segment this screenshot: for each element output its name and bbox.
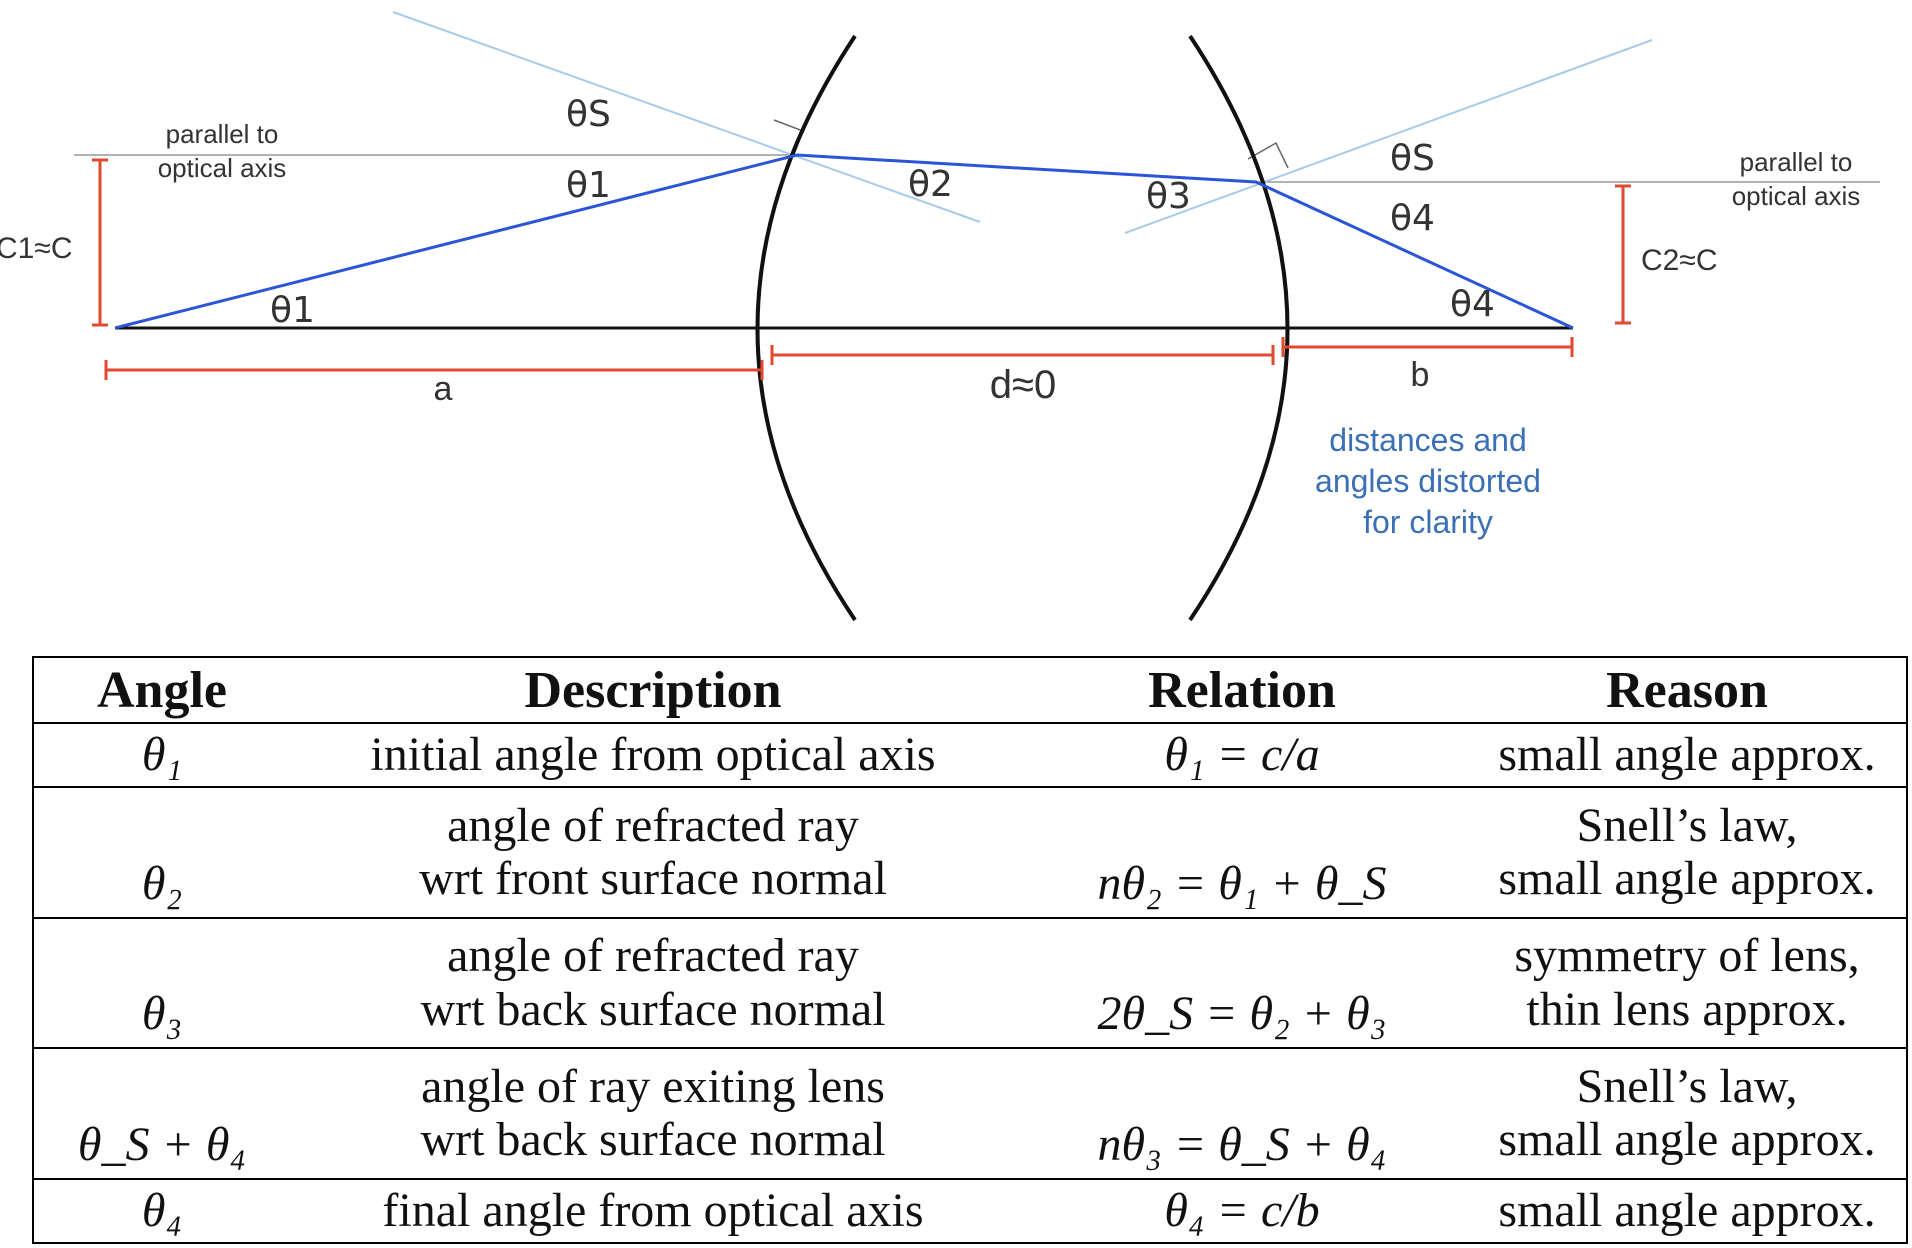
right-parallel-label-line1: parallel to [1740, 147, 1853, 177]
back-right-angle-marker [1247, 141, 1289, 169]
row-reason: Snell’s law, small angle approx. [1498, 1059, 1876, 1167]
table-row: θ₂ angle of refracted ray wrt front surf… [33, 787, 1907, 918]
right-parallel-label-line2: optical axis [1732, 181, 1861, 211]
theta4-lower-label: θ4 [1450, 284, 1495, 325]
lens-front-surface [755, 34, 857, 622]
row-description: angle of refracted ray wrt front surface… [419, 798, 887, 906]
row-reason: Snell’s law, small angle approx. [1498, 798, 1876, 906]
header-description: Description [290, 657, 1016, 724]
clarity-note-line1: distances and [1329, 422, 1526, 458]
row-angle: θ₁ [141, 728, 183, 782]
row-relation: θ₄ = c/b [1164, 1183, 1320, 1237]
row-reason: small angle approx. [1498, 1183, 1876, 1237]
row-angle: θ₂ [141, 856, 183, 910]
distance-b-label: b [1411, 356, 1430, 394]
table-row: θ_S + θ₄ angle of ray exiting lens wrt b… [33, 1048, 1907, 1179]
distance-d-label: d≈0 [990, 363, 1056, 407]
header-relation: Relation [1016, 657, 1468, 724]
left-parallel-label-line2: optical axis [158, 153, 287, 183]
lens-back-surface [1188, 34, 1290, 622]
left-parallel-label-line1: parallel to [166, 119, 279, 149]
header-angle: Angle [33, 657, 290, 724]
table-row: θ₄ final angle from optical axis θ₄ = c/… [33, 1179, 1907, 1243]
light-ray [114, 153, 1574, 330]
clarity-note-line2: angles distorted [1315, 463, 1541, 499]
theta2-label: θ2 [908, 164, 953, 205]
theta-s-right-label: θS [1390, 138, 1435, 179]
clarity-note-line3: for clarity [1363, 504, 1493, 540]
a-dimension-marker [104, 360, 764, 380]
c1-dimension-marker [92, 158, 108, 327]
row-angle: θ₄ [141, 1183, 183, 1237]
row-relation: nθ₂ = θ₁ + θ_S [1097, 856, 1387, 910]
row-description: initial angle from optical axis [370, 728, 936, 782]
d-dimension-marker [770, 345, 1275, 365]
row-reason: small angle approx. [1498, 728, 1876, 782]
b-dimension-marker [1281, 337, 1574, 357]
table-header-row: Angle Description Relation Reason [33, 657, 1907, 724]
c1-label: C1≈C [0, 232, 72, 265]
angle-relations-table: Angle Description Relation Reason θ₁ ini… [32, 656, 1908, 1244]
angle-relations-table-container: Angle Description Relation Reason θ₁ ini… [32, 656, 1908, 1244]
row-description: final angle from optical axis [382, 1183, 924, 1237]
theta1-upper-label: θ1 [566, 165, 611, 206]
back-surface-normal [1124, 39, 1653, 234]
theta3-label: θ3 [1146, 176, 1191, 217]
row-relation: 2θ_S = θ₂ + θ₃ [1097, 987, 1387, 1041]
row-angle: θ_S + θ₄ [77, 1117, 247, 1171]
theta-s-left-label: θS [566, 94, 611, 135]
front-surface-normal [392, 11, 981, 223]
distance-a-label: a [434, 370, 453, 408]
theta4-upper-label: θ4 [1390, 198, 1435, 239]
c2-label: C2≈C [1641, 244, 1717, 277]
table-row: θ₃ angle of refracted ray wrt back surfa… [33, 918, 1907, 1049]
row-relation: nθ₃ = θ_S + θ₄ [1097, 1117, 1387, 1171]
row-description: angle of ray exiting lens wrt back surfa… [420, 1059, 886, 1167]
lens-ray-diagram: parallel to optical axis parallel to opt… [0, 11, 1880, 622]
row-angle: θ₃ [141, 987, 183, 1041]
row-reason: symmetry of lens, thin lens approx. [1514, 929, 1860, 1036]
row-relation: θ₁ = c/a [1164, 728, 1320, 782]
table-row: θ₁ initial angle from optical axis θ₁ = … [33, 723, 1907, 788]
row-description: angle of refracted ray wrt back surface … [420, 929, 886, 1036]
theta1-lower-label: θ1 [270, 290, 315, 331]
c2-dimension-marker [1615, 184, 1631, 325]
header-reason: Reason [1468, 657, 1907, 724]
